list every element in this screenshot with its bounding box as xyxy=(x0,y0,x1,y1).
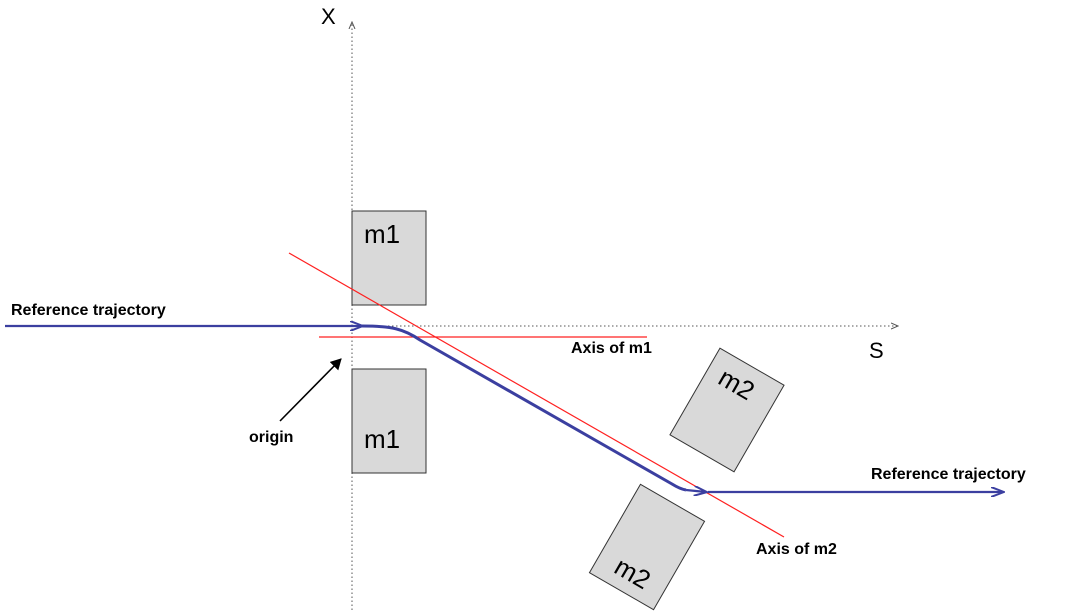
magnet-m1-lower: m1 xyxy=(351,368,427,474)
origin-label: origin xyxy=(249,429,293,446)
magnet-m1-lower-label: m1 xyxy=(364,424,400,454)
axis-of-m2-label: Axis of m2 xyxy=(756,541,837,558)
axis-of-m1-label: Axis of m1 xyxy=(571,340,652,357)
incoming-trajectory-label: Reference trajectory xyxy=(11,302,166,319)
deflected-trajectory-path xyxy=(361,324,687,492)
magnet-m2-lower xyxy=(588,483,706,611)
s-axis-label: S xyxy=(869,338,884,363)
magnet-m1-upper-label: m1 xyxy=(364,219,400,249)
trajectory-join-arrow xyxy=(685,490,706,492)
magnet-m1-upper: m1 xyxy=(351,210,427,306)
outgoing-trajectory-label: Reference trajectory xyxy=(871,466,1026,483)
origin-arrow xyxy=(279,358,342,422)
x-axis-label: X xyxy=(321,4,336,29)
magnet-m2-upper xyxy=(669,347,785,473)
